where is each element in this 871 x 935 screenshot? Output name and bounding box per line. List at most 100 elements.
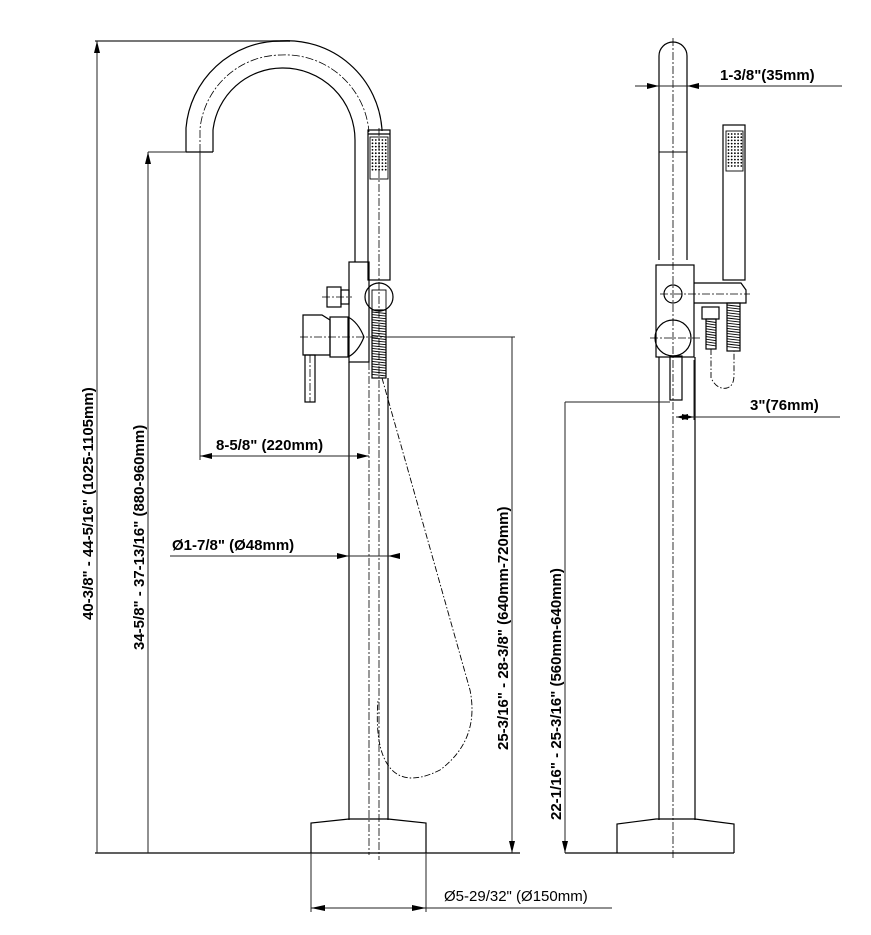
nozzle-dot <box>371 139 374 141</box>
nozzle-dot <box>727 165 730 167</box>
spring-coil <box>705 325 717 329</box>
nozzle-dot <box>734 139 736 142</box>
nozzle-dot <box>727 149 730 151</box>
spring-coil <box>371 353 387 356</box>
arrow-down <box>509 841 515 853</box>
spring-coil <box>705 323 717 326</box>
side-spring-coils <box>705 304 741 349</box>
nozzle-dot <box>727 133 730 135</box>
front-view <box>95 40 520 860</box>
nozzle-dot <box>381 162 384 165</box>
nozzle-dot <box>374 165 377 168</box>
nozzle-dot <box>727 152 730 155</box>
nozzle-dot <box>374 145 377 148</box>
arrow-right <box>337 553 349 559</box>
side-mixer-body <box>655 264 695 358</box>
spring-coil <box>705 333 717 336</box>
spring-coil <box>371 371 387 374</box>
nozzle-dot <box>737 142 739 145</box>
nozzle-dot <box>374 155 377 158</box>
nozzle-dot <box>384 155 387 158</box>
arrow-left <box>311 905 325 911</box>
nozzle-dot <box>381 152 384 155</box>
arrow-down <box>562 841 568 853</box>
nozzle-dot <box>371 152 374 155</box>
nozzle-dot <box>740 142 743 145</box>
nozzle-dot <box>727 145 730 148</box>
nozzle-dot <box>727 158 730 161</box>
nozzle-dot <box>374 168 377 171</box>
nozzle-dot <box>737 165 739 167</box>
nozzle-dot <box>734 158 736 161</box>
nozzle-dot <box>381 158 384 161</box>
nozzle-dot <box>740 155 743 158</box>
nozzle-dot <box>384 158 387 161</box>
spring-coil <box>371 366 387 369</box>
nozzle-dot <box>734 161 736 164</box>
nozzle-dot <box>730 142 733 145</box>
nozzle-dot <box>740 149 743 151</box>
nozzle-dot <box>371 155 374 158</box>
nozzle-dot <box>737 136 739 139</box>
nozzle-dot <box>384 139 387 141</box>
nozzle-dot <box>740 136 743 139</box>
side-nozzle-dots <box>727 133 743 167</box>
overall-height-label: 40-3/8" - 44-5/16" (1025-1105mm) <box>80 387 97 620</box>
spring-coil <box>371 332 387 335</box>
side-view <box>565 38 750 860</box>
nozzle-dot <box>730 165 733 167</box>
arrow-left <box>687 83 699 89</box>
spring-coil <box>726 340 741 344</box>
nozzle-dot <box>730 161 733 164</box>
arrow-left <box>388 553 400 559</box>
hose-spring-coils <box>371 311 387 377</box>
nozzle-dot <box>740 165 743 167</box>
nozzle-dot <box>734 145 736 148</box>
arrow-right <box>412 905 426 911</box>
spring-coil <box>371 340 387 343</box>
nozzle-dot <box>737 149 739 151</box>
nozzle-dot <box>730 152 733 155</box>
spring-coil <box>371 337 387 340</box>
hose-loop <box>376 377 473 779</box>
nozzle-dot <box>371 168 374 171</box>
nozzle-dot <box>737 155 739 158</box>
nozzle-dot <box>381 142 384 145</box>
nozzle-dot <box>727 142 730 145</box>
spring-coil <box>371 373 387 377</box>
handle-projection-label: 3"(76mm) <box>750 397 819 414</box>
spring-coil <box>726 327 741 331</box>
side-holder-arm <box>694 282 747 304</box>
nozzle-dot <box>727 161 730 164</box>
reach-label: 8-5/8" (220mm) <box>216 437 323 454</box>
nozzle-dot <box>384 142 387 145</box>
nozzle-dot <box>737 133 739 135</box>
spring-coil <box>705 336 717 339</box>
spring-coil <box>726 338 741 341</box>
side-connector <box>701 306 720 320</box>
pipe-diameter-label: Ø1-7/8" (Ø48mm) <box>172 537 294 554</box>
arrow-up <box>94 41 100 53</box>
nozzle-dot <box>384 165 387 168</box>
spring-coil <box>726 346 741 349</box>
spring-coil <box>371 321 387 325</box>
tube-diameter-label: 1-3/8"(35mm) <box>720 67 815 84</box>
spring-coil <box>726 322 741 326</box>
spring-coil <box>726 330 741 333</box>
spring-coil <box>726 307 741 310</box>
side-lever <box>669 355 683 401</box>
side-hose-loop <box>710 349 735 389</box>
nozzle-dot <box>730 136 733 139</box>
spring-coil <box>705 320 717 323</box>
spout-arch-outer <box>185 40 383 152</box>
nozzle-dot <box>730 155 733 158</box>
nozzle-dot <box>734 142 736 145</box>
nozzle-dot <box>727 139 730 142</box>
nozzle-dot <box>737 158 739 161</box>
spring-coil <box>726 320 741 323</box>
spring-coil <box>371 314 387 317</box>
spring-coil <box>726 343 741 346</box>
spring-coil <box>371 319 387 322</box>
spring-coil <box>726 335 741 339</box>
nozzle-dot <box>734 149 736 151</box>
